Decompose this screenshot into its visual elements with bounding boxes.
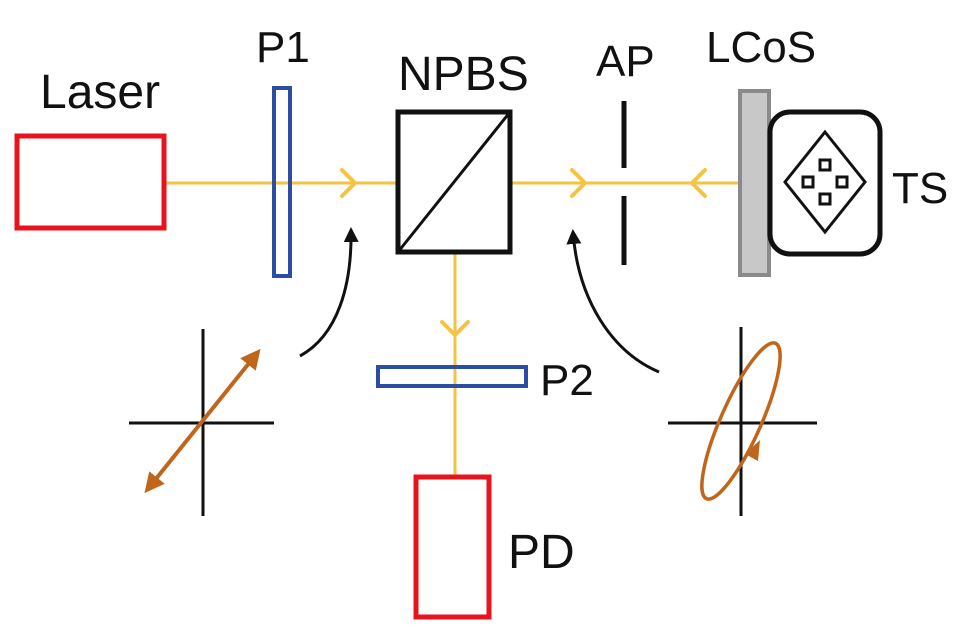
lcos-panel xyxy=(738,89,771,277)
laser-box xyxy=(14,133,167,231)
laser-label: Laser xyxy=(40,66,160,119)
translation-stage-box xyxy=(767,109,883,257)
npbs-cube xyxy=(395,109,513,255)
beam-arrow-down xyxy=(440,320,470,337)
beam-direction-arrows xyxy=(340,168,707,337)
elliptical-polarization-inset xyxy=(668,327,817,516)
npbs-diagonal xyxy=(396,111,512,253)
beam-paths xyxy=(166,181,740,477)
beam-arrow-right-2 xyxy=(570,168,587,198)
photodetector-box xyxy=(413,474,492,620)
p1-label: P1 xyxy=(256,23,310,72)
polarizer-p2 xyxy=(376,365,528,388)
p2-label: P2 xyxy=(540,356,594,405)
ellipse-direction-arrow xyxy=(745,440,760,461)
ts-label: TS xyxy=(892,164,948,213)
polarization-ellipse xyxy=(700,341,782,501)
ap-label: AP xyxy=(596,37,655,86)
beam-arrow-right-1 xyxy=(340,168,357,198)
beam-arrow-left xyxy=(690,168,707,198)
four-way-arrows-icon xyxy=(783,129,867,235)
pointer-arrow-linear xyxy=(299,227,359,358)
npbs-label: NPBS xyxy=(398,48,529,101)
linear-polarization-double-arrow xyxy=(144,348,261,494)
pointer-arrow-elliptical xyxy=(566,229,660,374)
pd-label: PD xyxy=(508,526,575,579)
polarizer-p1 xyxy=(272,86,292,278)
linear-polarization-inset xyxy=(129,329,274,516)
lcos-label: LCoS xyxy=(706,23,816,72)
